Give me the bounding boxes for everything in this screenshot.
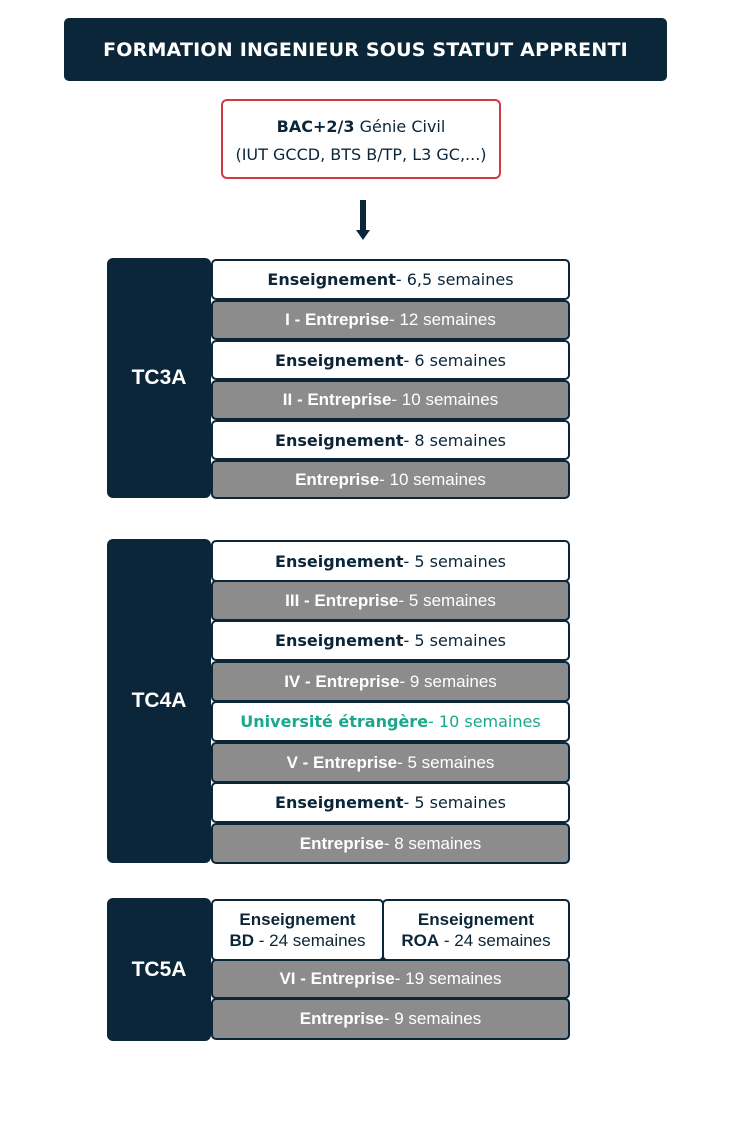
row-duration: - 8 semaines [383,833,482,853]
row-duration: - 10 semaines [391,390,499,409]
row-title: Enseignement [275,551,404,571]
tc3a-row-entreprise-1: I - Entreprise - 12 semaines [211,300,570,340]
row-title: Enseignement [275,631,404,650]
page-title: FORMATION INGENIEUR SOUS STATUT APPRENTI [64,18,667,81]
year-label-text: TC5A [131,957,187,981]
row-duration: - 19 semaines [394,969,502,988]
option-line1: Enseignement [239,910,356,929]
row-duration: - 5 semaines [397,752,495,772]
row-title: IV - Entreprise [284,671,400,691]
tc5a-option-roa: Enseignement ROA - 24 semaines [382,899,570,961]
row-duration: - 5 semaines [403,551,506,571]
tc5a-row-entreprise-1: VI - Entreprise - 19 semaines [211,959,570,999]
row-title: Enseignement [267,270,396,289]
row-duration: - 10 semaines [379,469,486,489]
tc3a-row-entreprise-2: II - Entreprise - 10 semaines [211,380,570,420]
row-title: VI - Entreprise [279,969,395,988]
row-title: Entreprise [299,1009,384,1028]
option-duration: - 24 semaines [439,931,551,950]
page-title-text: FORMATION INGENIEUR SOUS STATUT APPRENTI [103,38,628,61]
year-label-tc4a: TC4A [107,539,211,863]
option-name: ROA [401,931,440,950]
row-duration: - 6,5 semaines [395,270,514,289]
row-title: Entreprise [295,469,380,489]
tc4a-row-entreprise-2: IV - Entreprise - 9 semaines [211,661,570,702]
row-duration: - 12 semaines [389,310,496,329]
tc4a-row-universite-etrangere: Université étrangère - 10 semaines [211,701,570,742]
row-duration: - 9 semaines [399,671,497,691]
tc5a-option-bd: Enseignement BD - 24 semaines [211,899,384,961]
row-title: Université étrangère [240,712,429,731]
row-title: Entreprise [299,833,384,853]
tc4a-row-enseignement-2: Enseignement - 5 semaines [211,620,570,661]
row-title: Enseignement [275,350,404,370]
row-duration: - 10 semaines [428,712,541,731]
row-duration: - 9 semaines [383,1009,482,1028]
row-duration: - 6 semaines [403,350,506,370]
option-name: BD [229,931,255,950]
year-label-tc5a: TC5A [107,898,211,1041]
row-title: Enseignement [275,430,404,450]
tc4a-row-entreprise-4: Entreprise - 8 semaines [211,823,570,864]
tc4a-row-entreprise-3: V - Entreprise - 5 semaines [211,742,570,783]
tc4a-row-entreprise-1: III - Entreprise - 5 semaines [211,580,570,621]
tc3a-row-enseignement-1: Enseignement - 6,5 semaines [211,259,570,300]
prereq-level: BAC+2/3 [276,117,355,136]
row-duration: - 8 semaines [403,430,506,450]
option-duration: - 24 semaines [254,931,366,950]
row-title: III - Entreprise [285,590,399,610]
row-duration: - 5 semaines [403,793,506,812]
row-title: II - Entreprise [282,390,392,409]
tc3a-row-enseignement-2: Enseignement - 6 semaines [211,340,570,380]
tc3a-row-enseignement-3: Enseignement - 8 semaines [211,420,570,460]
year-label-tc3a: TC3A [107,258,211,498]
prereq-field: Génie Civil [354,117,446,136]
prereq-diplomas: (IUT GCCD, BTS B/TP, L3 GC,...) [235,145,487,164]
row-duration: - 5 semaines [403,631,506,650]
option-line1: Enseignement [417,910,535,929]
row-title: I - Entreprise [285,310,390,329]
arrow-down-icon [356,200,370,240]
row-duration: - 5 semaines [398,590,496,610]
prerequisite-box: BAC+2/3 Génie Civil (IUT GCCD, BTS B/TP,… [221,99,501,179]
tc5a-row-entreprise-2: Entreprise - 9 semaines [211,998,570,1040]
tc4a-row-enseignement-3: Enseignement - 5 semaines [211,782,570,823]
tc4a-row-enseignement-1: Enseignement - 5 semaines [211,540,570,582]
year-label-text: TC4A [131,689,187,712]
row-title: V - Entreprise [286,752,398,772]
year-label-text: TC3A [131,366,187,389]
row-title: Enseignement [275,793,404,812]
tc3a-row-entreprise-3: Entreprise - 10 semaines [211,460,570,499]
